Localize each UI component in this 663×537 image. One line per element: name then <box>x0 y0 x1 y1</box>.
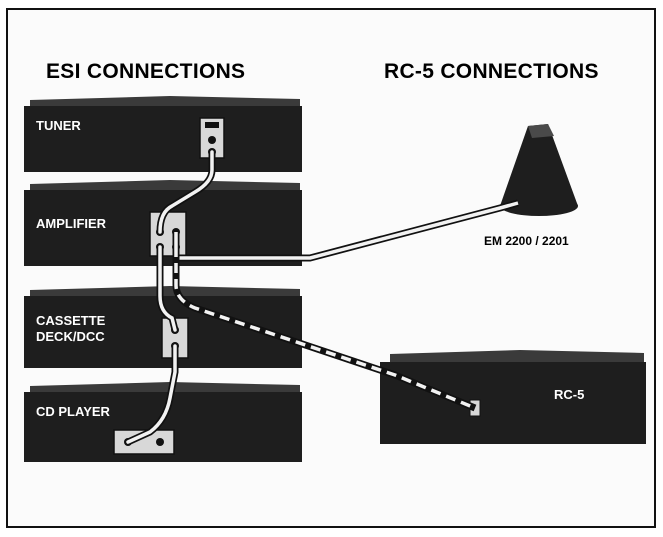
rc5-dashed-cable <box>172 247 477 412</box>
amplifier-label: AMPLIFIER <box>36 216 107 231</box>
cassette-label-line1: CASSETTE <box>36 313 106 328</box>
em-model-caption: EM 2200 / 2201 <box>484 234 569 248</box>
tuner-label: TUNER <box>36 118 81 133</box>
em-sensor-device <box>500 124 578 216</box>
rc5-label: RC-5 <box>554 387 585 402</box>
esi-connections-heading: ESI CONNECTIONS <box>46 60 246 83</box>
rc5-connections-heading: RC-5 CONNECTIONS <box>384 60 599 83</box>
cd-player-unit <box>24 382 302 462</box>
esi-cable-tuner-amplifier <box>156 148 216 236</box>
rc5-unit <box>380 350 646 444</box>
esi-cable-cassette-cd <box>124 342 179 446</box>
cassette-label-line2: DECK/DCC <box>36 329 105 344</box>
esi-cable-amplifier-cassette <box>156 243 179 334</box>
cd-player-label: CD PLAYER <box>36 404 110 419</box>
tuner-unit <box>24 96 302 172</box>
